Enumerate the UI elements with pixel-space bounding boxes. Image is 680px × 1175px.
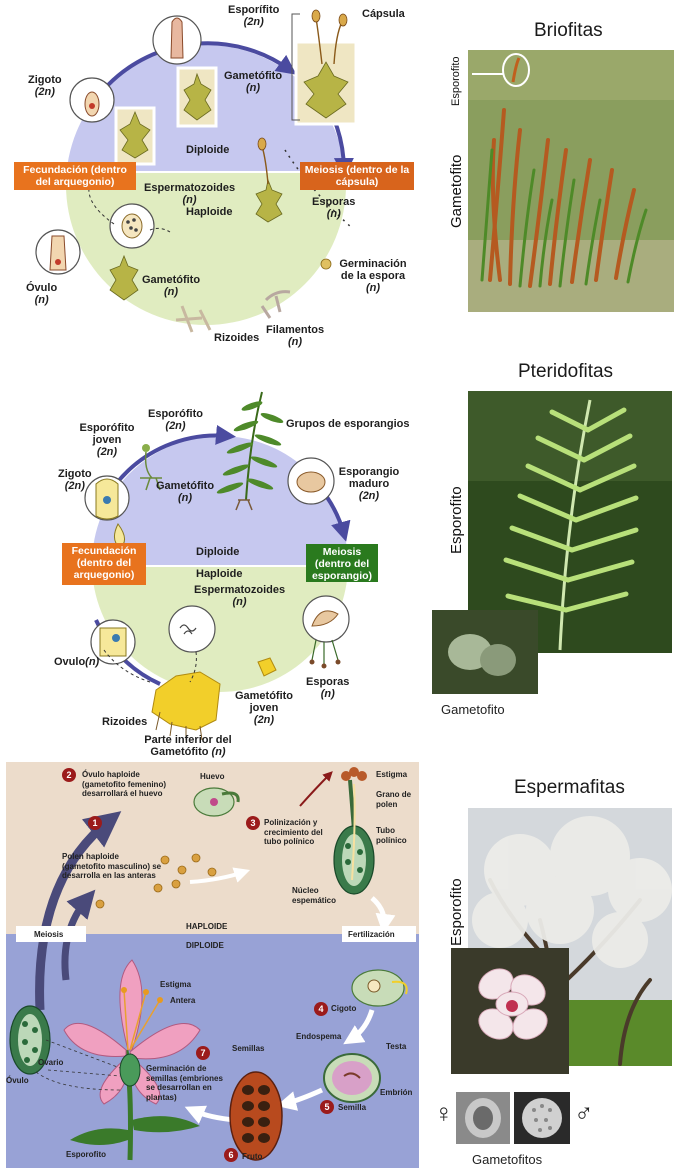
pte-haploide-label: Haploide xyxy=(196,568,243,580)
esporofito-flor-label: Esporofito xyxy=(66,1150,106,1159)
step-1-text: Polen haploide (gametofito masculino) se… xyxy=(62,852,162,880)
diploide-band-label: DIPLOIDE xyxy=(186,941,224,950)
step-1-badge: 1 xyxy=(88,816,102,830)
pte-ovulo-label: Ovulo(n) xyxy=(54,656,100,668)
pte-esporangio-label: Esporangio maduro(2n) xyxy=(338,466,400,502)
step-2-badge: 2 xyxy=(62,768,76,782)
tubo-label: Tubo polínico xyxy=(376,826,407,845)
pteridofitas-diploid-zone xyxy=(92,436,348,566)
estigma-top-label: Estigma xyxy=(376,770,408,779)
espermatozoides-pteridofitas-icon xyxy=(168,605,216,653)
espermafitas-photo-label-gametofitos: Gametofitos xyxy=(472,1152,543,1167)
bri-germinacion-label: Germinación de la espora(n) xyxy=(339,258,407,294)
semillas-label: Semillas xyxy=(232,1044,265,1053)
pte-rizoides-label: Rizoides xyxy=(102,716,148,728)
haploide-band-label: HAPLOIDE xyxy=(186,922,228,931)
bri-meiosis-box: Meiosis (dentro de la cápsula) xyxy=(300,162,414,190)
fertilizacion-label: Fertilización xyxy=(348,930,395,939)
testa-label: Testa xyxy=(386,1042,407,1051)
pte-zigoto-label: Zigoto(2n) xyxy=(58,468,92,492)
espermafitas-photo xyxy=(451,808,672,1144)
step-7-badge: 7 xyxy=(196,1046,210,1060)
pte-parte-inferior-label: Parte inferior del Gametófito (n) xyxy=(144,734,232,758)
endospema-label: Endospema xyxy=(296,1032,342,1041)
step-3-badge: 3 xyxy=(246,816,260,830)
semilla-label: Semilla xyxy=(338,1103,367,1112)
briofitas-cycle xyxy=(35,9,358,333)
fruto-icon xyxy=(229,1071,283,1161)
bri-haploide-label: Haploide xyxy=(186,206,233,218)
pteridofitas-haploid-zone xyxy=(92,566,348,692)
pteridofitas-photo-label-esporofito: Esporofito xyxy=(448,486,465,554)
grano-label: Grano de polen xyxy=(376,790,412,809)
pteridofitas-photo xyxy=(432,391,672,694)
pte-grupos-label: Grupos de esporangios xyxy=(286,418,410,430)
meiosis-label: Meiosis xyxy=(34,930,64,939)
espermafitas-photo-label-esporofito: Esporofito xyxy=(448,878,465,946)
pte-meiosis-box: Meiosis (dentro del esporangio) xyxy=(306,544,378,582)
cigoto-label: Cigoto xyxy=(331,1004,357,1013)
fruto-label: Fruto xyxy=(242,1152,263,1161)
antera-label: Antera xyxy=(170,996,196,1005)
briofitas-title: Briofitas xyxy=(534,20,603,41)
male-symbol: ♂ xyxy=(574,1098,594,1128)
step-5-badge: 5 xyxy=(320,1100,334,1114)
step-6-badge: 6 xyxy=(224,1148,238,1162)
bri-esporas-label: Esporas(n) xyxy=(312,196,356,220)
step-4-badge: 4 xyxy=(314,1002,328,1016)
bri-filamentos-label: Filamentos(n) xyxy=(266,324,325,348)
female-symbol: ♀ xyxy=(434,1098,454,1128)
bri-gametofito-bottom-label: Gametófito(n) xyxy=(142,274,201,298)
ovario-label: Ovario xyxy=(38,1058,64,1067)
step-3-text: Polinización y crecimiento del tubo polí… xyxy=(264,818,323,846)
ovulo-label: Óvulo xyxy=(6,1076,29,1085)
bri-rizoides-label: Rizoides xyxy=(214,332,260,344)
bri-fecundacion-box: Fecundación (dentro del arquegonio) xyxy=(14,162,136,190)
pte-espermatozoides-label: Espermatozoides(n) xyxy=(194,584,286,608)
pteridofitas-photo-label-gametofito: Gametofito xyxy=(441,702,505,717)
embrion-label: Embrión xyxy=(380,1088,413,1097)
pte-esporofito-label: Esporófito(2n) xyxy=(148,408,203,432)
meiosis-arrow xyxy=(35,811,122,1011)
pteridofitas-cycle xyxy=(84,391,351,741)
briofitas-photo xyxy=(468,50,674,312)
bri-ovulo-label: Óvulo(n) xyxy=(26,282,58,306)
pte-esporofito-joven-label: Esporófito joven(2n) xyxy=(79,422,135,458)
pte-esporas-label: Esporas(n) xyxy=(306,676,350,700)
huevo-label: Huevo xyxy=(200,772,225,781)
espermafitas-title: Espermafitas xyxy=(514,777,625,798)
step-2-text: Óvulo haploide (gametofito femenino) des… xyxy=(82,770,166,798)
briofitas-photo-label-gametofito: Gametofito xyxy=(448,154,465,228)
bri-gametofito-top-label: Gametófito(n) xyxy=(224,70,283,94)
pte-diploide-label: Diploide xyxy=(196,546,240,558)
pte-gametofito-joven-label: Gametófito joven(2n) xyxy=(234,690,294,726)
bri-capsula-label: Cápsula xyxy=(362,8,405,20)
bri-espermatozoides-label: Espermatozoides(n) xyxy=(144,182,236,206)
step-7-text: Germinación de semillas (embriones se de… xyxy=(146,1064,223,1102)
espermafitas-cycle xyxy=(6,762,419,1168)
pteridofitas-title: Pteridofitas xyxy=(518,361,614,382)
estigma-label: Estigma xyxy=(160,980,192,989)
pteridofitas-cycle-arrow xyxy=(114,424,236,486)
pte-fecundacion-box: Fecundación (dentro del arquegonio) xyxy=(62,543,146,585)
bri-diploide-label: Diploide xyxy=(186,144,230,156)
bri-esporofito-label: Esporífito(2n) xyxy=(228,4,280,28)
briofitas-photo-label-esporofito: Esporofito xyxy=(450,56,462,106)
bri-zigoto-label: Zigoto(2n) xyxy=(28,74,62,98)
pte-gametofito-label: Gametófito(n) xyxy=(156,480,215,504)
nucleo-label: Núcleo espemático xyxy=(292,886,337,905)
